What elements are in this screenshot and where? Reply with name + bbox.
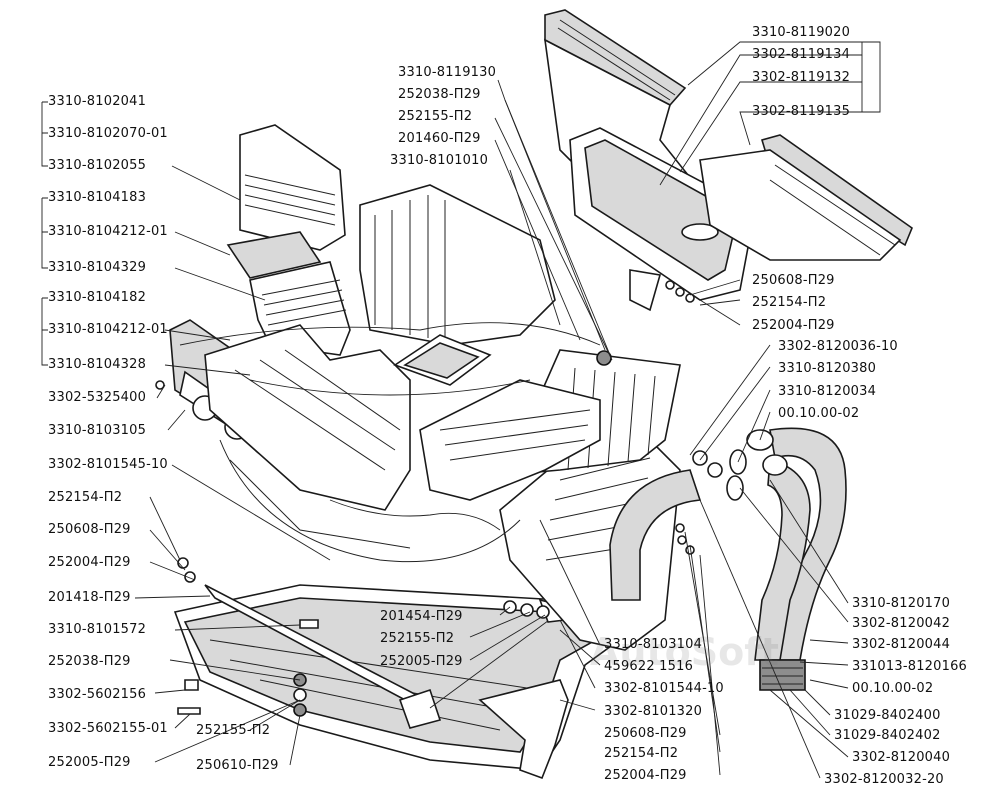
label-31029-8402400: 31029-8402400 (834, 708, 941, 723)
lower-air-duct (478, 679, 569, 780)
label-3302-8120042: 3302-8120042 (852, 616, 951, 631)
label-3302-8120044: 3302-8120044 (852, 637, 951, 652)
heater-hoses (609, 427, 847, 691)
label-3302-8101545-10: 3302-8101545-10 (48, 457, 168, 472)
control-panel (169, 319, 411, 511)
label-331013-8120166: 331013-8120166 (852, 659, 968, 674)
label-201460-p29: 201460-П29 (398, 131, 481, 146)
leader-lines (41, 41, 881, 779)
inlet-frame-center (393, 334, 492, 386)
label-3310-8104329: 3310-8104329 (48, 260, 147, 275)
label-3302-5325400: 3302-5325400 (48, 390, 147, 405)
label-201418-p29: 201418-П29 (48, 590, 131, 605)
label-3310-8104212-01-b: 3310-8104212-01 (48, 322, 168, 337)
label-3310-8119130: 3310-8119130 (398, 65, 497, 80)
label-3310-8120170: 3310-8120170 (852, 596, 951, 611)
label-252154-p2-right: 252154-П2 (752, 295, 827, 310)
label-3310-8101572: 3310-8101572 (48, 622, 147, 637)
label-00-10-00-02-bottom: 00.10.00-02 (852, 681, 934, 696)
label-252038-p29-top: 252038-П29 (398, 87, 481, 102)
label-201454-p29: 201454-П29 (380, 609, 463, 624)
label-3310-8120034: 3310-8120034 (778, 384, 877, 399)
label-252155-p2-top: 252155-П2 (398, 109, 473, 124)
label-3310-8104212-01-a: 3310-8104212-01 (48, 224, 168, 239)
label-250610-p29: 250610-П29 (196, 758, 279, 773)
label-3310-8103105: 3310-8103105 (48, 423, 147, 438)
windshield-duct (543, 9, 913, 312)
label-250608-p29-left: 250608-П29 (48, 522, 131, 537)
support-strip (204, 584, 442, 729)
label-252004-p29-right: 252004-П29 (752, 318, 835, 333)
label-3310-8101010: 3310-8101010 (390, 153, 489, 168)
label-252154-p2-left: 252154-П2 (48, 490, 123, 505)
label-3310-8104183: 3310-8104183 (48, 190, 147, 205)
label-3302-8101544-10: 3302-8101544-10 (604, 681, 724, 696)
label-3310-8104328: 3310-8104328 (48, 357, 147, 372)
label-3302-8101320: 3302-8101320 (604, 704, 703, 719)
label-252004-p29-left: 252004-П29 (48, 555, 131, 570)
label-252005-p29-left: 252005-П29 (48, 755, 131, 770)
label-250608-p29-bottom: 250608-П29 (604, 726, 687, 741)
label-3310-8102041: 3310-8102041 (48, 94, 147, 109)
heater-housing (359, 184, 601, 501)
label-3310-8102055: 3310-8102055 (48, 158, 147, 173)
watermark: AutoSoft (590, 630, 779, 674)
label-00-10-00-02-top: 00.10.00-02 (778, 406, 860, 421)
label-3302-8120036-10: 3302-8120036-10 (778, 339, 898, 354)
label-3302-8120040: 3302-8120040 (852, 750, 951, 765)
label-252155-p2-bottom: 252155-П2 (196, 723, 271, 738)
label-3302-8119134: 3302-8119134 (752, 47, 851, 62)
label-252038-p29-left: 252038-П29 (48, 654, 131, 669)
label-252005-p29-mid: 252005-П29 (380, 654, 463, 669)
label-3310-8104182: 3310-8104182 (48, 290, 147, 305)
label-3310-8103104: 3310-8103104 (604, 637, 703, 652)
label-3302-5602156: 3302-5602156 (48, 687, 147, 702)
label-459622-1516: 459622 1516 (604, 659, 694, 674)
label-31029-8402402: 31029-8402402 (834, 728, 941, 743)
label-3310-8119020: 3310-8119020 (752, 25, 851, 40)
label-3302-8120032-20: 3302-8120032-20 (824, 772, 944, 787)
label-3302-8119135: 3302-8119135 (752, 104, 851, 119)
label-252155-p2-mid: 252155-П2 (380, 631, 455, 646)
label-3310-8120380: 3310-8120380 (778, 361, 877, 376)
label-3302-8119132: 3302-8119132 (752, 70, 851, 85)
label-250608-p29-right: 250608-П29 (752, 273, 835, 288)
label-252154-p2-bottom: 252154-П2 (604, 746, 679, 761)
label-3302-5602155-01: 3302-5602155-01 (48, 721, 168, 736)
label-252004-p29-bottom: 252004-П29 (604, 768, 687, 783)
label-3310-8102070-01: 3310-8102070-01 (48, 126, 168, 141)
left-air-duct (226, 124, 351, 356)
